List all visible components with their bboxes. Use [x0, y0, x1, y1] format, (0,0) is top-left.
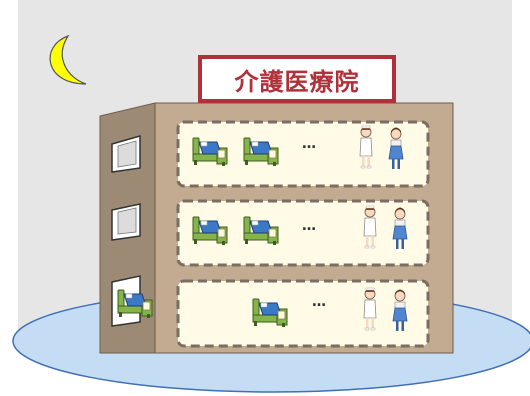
window-icon [111, 135, 141, 173]
floor-ellipsis: … [312, 294, 326, 310]
floor-1 [176, 279, 430, 348]
floor-ellipsis: … [302, 136, 316, 152]
window-icon [111, 203, 141, 241]
sign-board [198, 55, 396, 103]
floor-2 [176, 199, 430, 267]
floor-ellipsis: … [302, 218, 316, 234]
moon-icon [49, 34, 87, 85]
